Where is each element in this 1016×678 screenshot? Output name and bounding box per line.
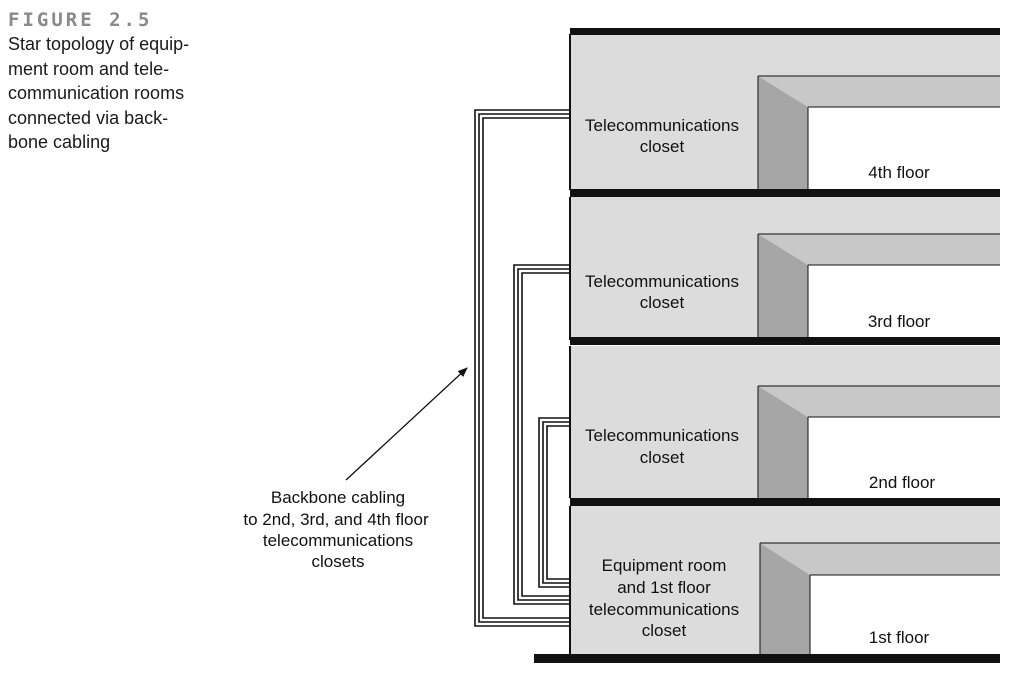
floor-2-inner-top	[758, 386, 1000, 417]
backbone-cable-3rd	[513, 264, 570, 605]
floor-1-label: 1st floor	[869, 628, 930, 647]
floor-1-office	[810, 575, 1000, 654]
figure-caption: FIGURE 2.5 Star topology of equip- ment …	[8, 8, 223, 155]
floor-2-room-label: closet	[640, 448, 685, 467]
floor-2-inner-wall	[758, 386, 808, 498]
floor-1-inner-wall	[760, 543, 810, 654]
caption-line: connected via back-	[8, 107, 169, 128]
floor-slab-3-2	[570, 337, 1000, 345]
backbone-cable-2nd	[538, 417, 570, 588]
floor-1-inner-top	[760, 543, 1000, 575]
callout-label: telecommunications	[263, 531, 413, 550]
floor-2-room-label: Telecommunications	[585, 426, 739, 445]
floor-2: Telecommunications closet 2nd floor	[569, 346, 1000, 498]
figure-label: FIGURE 2.5	[8, 9, 153, 31]
floor-1-room-label: closet	[642, 621, 687, 640]
floor-4-office	[808, 107, 1000, 190]
floor-3-inner-wall	[758, 234, 808, 340]
floor-3-label: 3rd floor	[868, 312, 931, 331]
ground-slab	[534, 654, 1000, 663]
caption-line: Star topology of equip-	[8, 34, 190, 54]
floor-slab-4-3	[570, 189, 1000, 197]
floor-2-office	[808, 417, 1000, 498]
floor-1-room-label: and 1st floor	[617, 578, 711, 597]
figure-caption-text: Star topology of equip- ment room and te…	[8, 32, 223, 155]
floor-3: Telecommunications closet 3rd floor	[569, 197, 1000, 340]
floor-4-inner-top	[758, 76, 1000, 107]
floor-1: Equipment room and 1st floor telecommuni…	[569, 506, 1000, 654]
caption-line: ment room and tele-	[8, 58, 170, 79]
floor-1-room-label: telecommunications	[589, 600, 739, 619]
floor-3-room-label: closet	[640, 293, 685, 312]
floor-1-room-label: Equipment room	[602, 556, 727, 575]
floor-2-label: 2nd floor	[869, 473, 935, 492]
callout-label: to 2nd, 3rd, and 4th floor	[243, 510, 429, 529]
caption-line: bone cabling	[8, 132, 111, 152]
floor-slab-2-1	[570, 498, 1000, 506]
floor-4-room-label: closet	[640, 137, 685, 156]
callout-label: Backbone cabling	[271, 488, 405, 507]
floor-4-inner-wall	[758, 76, 808, 190]
caption-line: communication rooms	[8, 83, 185, 103]
floor-3-room-label: Telecommunications	[585, 272, 739, 291]
callout-arrow	[345, 367, 468, 481]
floor-3-inner-top	[758, 234, 1000, 265]
roof-slab	[570, 28, 1000, 35]
floor-4-room-label: Telecommunications	[585, 116, 739, 135]
floor-4-label: 4th floor	[868, 163, 930, 182]
floor-3-office	[808, 265, 1000, 340]
backbone-cable-4th	[474, 109, 570, 627]
floor-4: Telecommunications closet 4th floor	[569, 34, 1000, 190]
callout-label: closets	[312, 552, 365, 571]
